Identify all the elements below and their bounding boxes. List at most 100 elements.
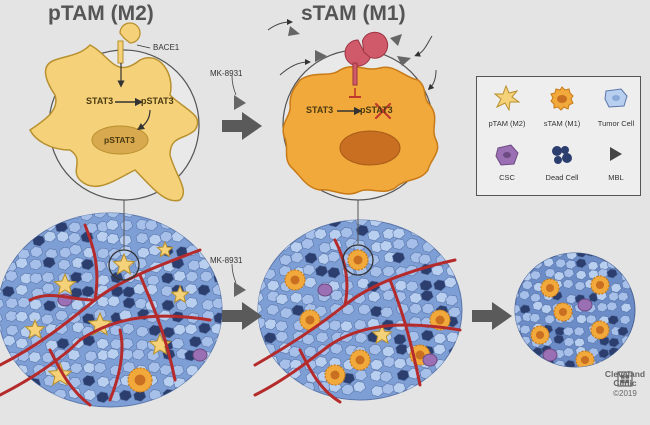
stam-cell-small-nucleus xyxy=(135,375,146,386)
tumor-cell xyxy=(520,258,531,267)
tumor-cell xyxy=(252,227,264,238)
legend: pTAM (M2) sTAM (M1) Tumor Cell CSC Dead … xyxy=(476,76,641,196)
tumor-cell xyxy=(306,215,318,226)
tumor-cell xyxy=(189,207,201,218)
stam-cell-small-nucleus xyxy=(546,284,554,292)
tumor-cell xyxy=(0,235,5,246)
mbl-legend-icon xyxy=(608,146,624,162)
mbl-icon xyxy=(288,26,300,36)
tumor-cell xyxy=(212,392,224,403)
stam-cell xyxy=(283,67,437,194)
csc-cell xyxy=(543,349,557,361)
legend-label-ptam: pTAM (M2) xyxy=(480,119,534,128)
tumor-cell xyxy=(448,227,460,238)
process-arrow-top xyxy=(222,112,262,140)
tumor-cell xyxy=(522,250,533,259)
tumor-cell xyxy=(420,382,432,393)
tumor-cell xyxy=(3,207,15,218)
tumor-cell xyxy=(20,220,32,231)
tumor-cell xyxy=(620,349,631,358)
tumor-cell xyxy=(530,358,541,367)
tumor-cell xyxy=(618,249,629,258)
ptam-icon xyxy=(494,85,520,111)
csc-icon xyxy=(494,143,520,167)
brand-block: Cleveland Clinic ©2019 xyxy=(600,370,650,398)
pstat3-text-left: pSTAT3 xyxy=(141,96,174,106)
tumor-cell xyxy=(436,228,448,239)
stam-cell-small-nucleus xyxy=(559,308,567,316)
tumor-cell xyxy=(446,241,458,252)
tumor-cell xyxy=(16,391,28,402)
tumor-cell xyxy=(509,359,520,368)
stam-cell-small-nucleus xyxy=(306,316,315,325)
tumor-cell xyxy=(215,234,227,245)
stam-cell-small-nucleus xyxy=(291,276,300,285)
tumor-cell xyxy=(512,249,523,258)
tumor-cell xyxy=(521,349,532,358)
pstat3-text-right: pSTAT3 xyxy=(360,105,393,115)
tumor-cell xyxy=(0,258,6,269)
tumor-cell xyxy=(276,227,288,238)
process-arrow-bottom-left xyxy=(222,302,262,330)
stam-cell-small-nucleus xyxy=(331,371,340,380)
tumor-cell xyxy=(409,215,421,226)
tumor-cell xyxy=(214,374,226,385)
tumor-cell xyxy=(446,372,458,383)
title-stam: sTAM (M1) xyxy=(301,2,406,26)
copyright-text: ©2019 xyxy=(600,389,650,398)
tumor-cell xyxy=(290,215,302,226)
tumor-cell xyxy=(521,360,532,369)
stam-cell-small-nucleus xyxy=(596,281,604,289)
tumor-cell xyxy=(621,357,632,366)
tumor-cell xyxy=(16,210,28,221)
tumor-cell xyxy=(509,260,520,269)
tumor-cell xyxy=(0,218,4,229)
bace1-label: BACE1 xyxy=(153,43,179,52)
tumor-cell xyxy=(263,240,275,251)
tumor-cell xyxy=(422,228,434,239)
tumor-cell xyxy=(420,216,432,227)
tumor-cell xyxy=(276,214,288,225)
tumor-cell xyxy=(263,213,275,224)
tumor-cell xyxy=(618,258,629,267)
tumor-mass-left xyxy=(0,205,227,407)
csc-cell xyxy=(578,299,592,311)
dead-cell-icon xyxy=(549,143,575,167)
csc-cell xyxy=(193,349,207,361)
tumor-cell xyxy=(214,206,226,217)
tumor-cell xyxy=(434,215,446,226)
tumor-cell xyxy=(30,388,42,399)
tumor-cell xyxy=(250,255,262,266)
stam-cell-small-nucleus xyxy=(354,256,363,265)
tumor-cell xyxy=(254,347,266,358)
tumor-cell xyxy=(252,241,264,252)
legend-label-mbl: MBL xyxy=(589,173,643,182)
tumor-cell xyxy=(0,249,2,260)
tumor-cell xyxy=(250,333,262,344)
tumor-cell xyxy=(188,389,200,400)
stam-icon xyxy=(549,85,575,111)
process-arrow-bottom-right xyxy=(472,302,512,330)
tumor-cell xyxy=(211,363,223,374)
tumor-cell xyxy=(7,374,19,385)
tumor-cell xyxy=(586,247,597,256)
tumor-cell xyxy=(596,249,607,258)
tumor-cell xyxy=(30,206,42,217)
stam-cell-small-nucleus xyxy=(356,356,365,365)
mk8931-mbl-icon-bottom xyxy=(234,282,246,297)
tumor-mass-right xyxy=(508,247,635,370)
brand-name-line2: Clinic xyxy=(600,379,650,388)
tumor-cell xyxy=(446,359,458,370)
tumor-cell xyxy=(45,205,57,216)
tumor-cell xyxy=(509,348,520,357)
drug-label-bottom: MK-8931 xyxy=(210,256,242,265)
tumor-cell xyxy=(531,247,542,256)
tumor-cell xyxy=(253,217,265,228)
tumor-cell xyxy=(4,221,16,232)
stat3-text-right: STAT3 xyxy=(306,105,333,115)
tumor-cell xyxy=(264,372,276,383)
bace1-pointer xyxy=(137,45,150,48)
legend-label-dead-cell: Dead Cell xyxy=(535,173,589,182)
